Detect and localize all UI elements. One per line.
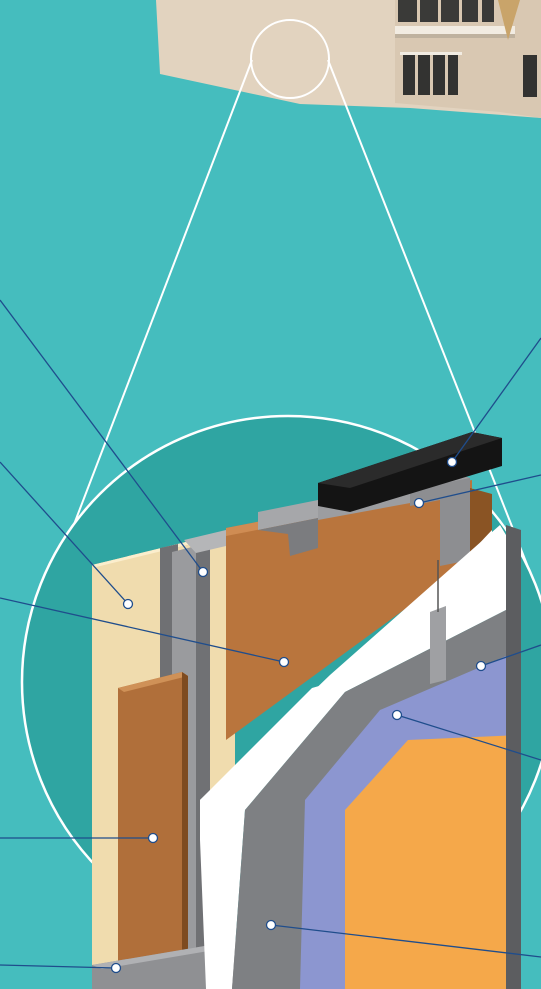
balcony-slab [395,26,515,34]
callout-dot-steel-stud [199,568,208,577]
callout-dot-gypsum-board [124,600,133,609]
wall-right-edge [506,525,521,989]
base-coat-anchor [430,606,446,684]
callout-dot-base-coat [477,662,486,671]
callout-dot-top-cap [448,458,457,467]
callout-dot-sheathing [280,658,289,667]
window [462,0,478,22]
callout-dot-drainage-layer [267,921,276,930]
window [418,55,430,95]
window [523,55,537,97]
window [398,0,417,22]
window [448,55,458,95]
window-head [400,52,462,55]
window [403,55,415,95]
balcony-shadow [395,34,515,38]
callout-dot-reinforcing-mesh [393,711,402,720]
callout-dot-top-track [415,499,424,508]
window [433,55,445,95]
window [482,0,494,22]
callout-dot-wood-framing [149,834,158,843]
wood-framing [118,672,188,989]
building-illustration [156,0,541,118]
window [420,0,438,22]
window [441,0,459,22]
callout-dot-base-track [112,964,121,973]
wood-framing-side [182,672,188,985]
